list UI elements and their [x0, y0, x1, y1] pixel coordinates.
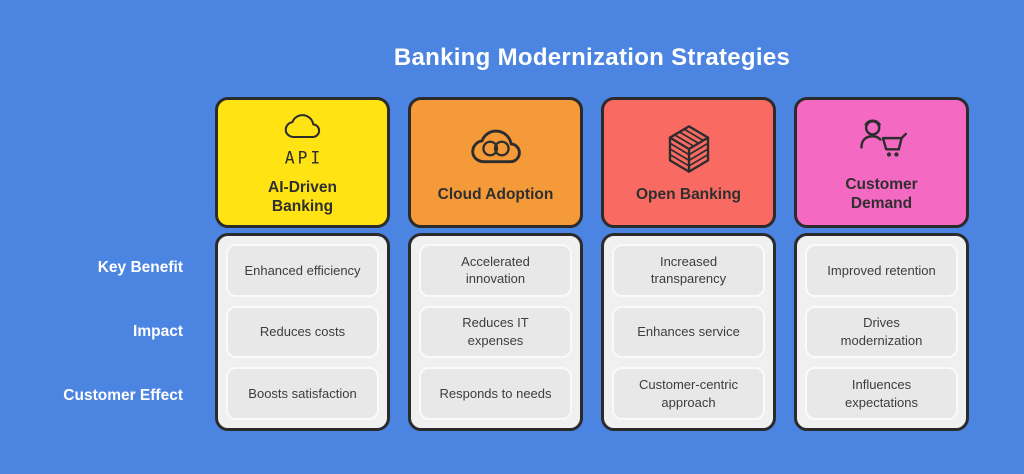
cell-customer-effect: Influences expectations	[805, 367, 958, 421]
column-customer-demand: Customer Demand Improved retention Drive…	[794, 97, 969, 431]
strategy-columns: API AI-Driven Banking Enhanced efficienc…	[215, 97, 969, 431]
column-body: Increased transparency Enhances service …	[601, 233, 776, 431]
column-title: Cloud Adoption	[437, 186, 554, 204]
column-header: Cloud Adoption	[408, 97, 583, 228]
api-cloud-icon: API	[272, 109, 334, 171]
cell-customer-effect: Responds to needs	[419, 367, 572, 421]
column-body: Accelerated innovation Reduces IT expens…	[408, 233, 583, 431]
cloud-loop-icon	[465, 120, 527, 178]
cell-impact: Enhances service	[612, 305, 765, 359]
column-title: AI-Driven Banking	[268, 178, 337, 215]
row-label-customer-effect: Customer Effect	[63, 387, 183, 404]
column-header: API AI-Driven Banking	[215, 97, 390, 228]
cell-customer-effect: Customer-centric approach	[612, 367, 765, 421]
cell-key-benefit: Improved retention	[805, 244, 958, 297]
cell-key-benefit: Increased transparency	[612, 244, 765, 297]
row-label-impact: Impact	[133, 323, 183, 340]
striped-cube-icon	[660, 120, 718, 178]
cell-key-benefit: Accelerated innovation	[419, 244, 572, 297]
cell-impact: Reduces IT expenses	[419, 305, 572, 359]
column-cloud-adoption: Cloud Adoption Accelerated innovation Re…	[408, 97, 583, 431]
column-header: Customer Demand	[794, 97, 969, 228]
cell-impact: Reduces costs	[226, 305, 379, 359]
row-label-key-benefit: Key Benefit	[97, 259, 183, 276]
cell-impact: Drives modernization	[805, 305, 958, 359]
column-ai-driven-banking: API AI-Driven Banking Enhanced efficienc…	[215, 97, 390, 431]
page-title: Banking Modernization Strategies	[393, 44, 791, 71]
column-body: Improved retention Drives modernization …	[794, 233, 969, 431]
cell-key-benefit: Enhanced efficiency	[226, 244, 379, 297]
cell-customer-effect: Boosts satisfaction	[226, 367, 379, 421]
person-cart-icon	[852, 112, 912, 168]
column-header: Open Banking	[601, 97, 776, 228]
svg-text:API: API	[284, 148, 322, 167]
column-open-banking: Open Banking Increased transparency Enha…	[601, 97, 776, 431]
column-title: Open Banking	[635, 186, 742, 204]
column-body: Enhanced efficiency Reduces costs Boosts…	[215, 233, 390, 431]
column-title: Customer Demand	[845, 175, 918, 212]
